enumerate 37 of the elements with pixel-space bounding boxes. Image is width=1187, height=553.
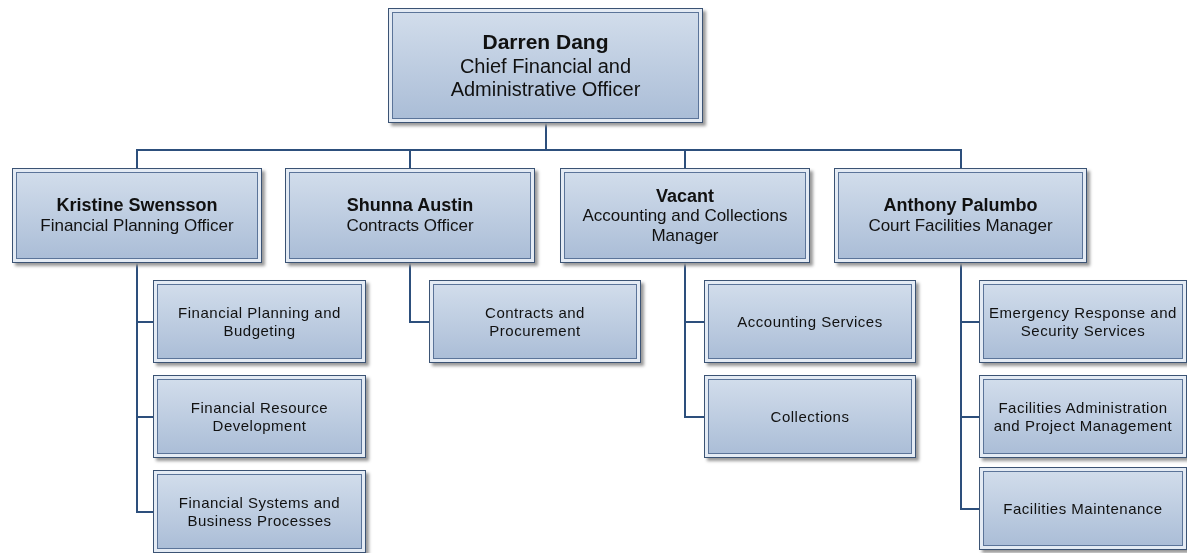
position-box (560, 168, 810, 263)
person-name: Darren Dang (482, 30, 609, 55)
unit-name: Contracts and Procurement (484, 304, 586, 339)
unit-box (153, 280, 366, 363)
unit-box (153, 470, 366, 553)
unit-box (979, 280, 1187, 363)
person-name: Anthony Palumbo (883, 195, 1038, 217)
person-name: Kristine Swensson (56, 195, 218, 217)
job-title: Accounting and Collections Manager (581, 206, 789, 246)
unit-name: Financial Planning and Budgeting (177, 304, 342, 339)
position-box (388, 8, 703, 123)
unit-box (704, 375, 916, 458)
job-title: Court Facilities Manager (868, 216, 1053, 236)
position-box (834, 168, 1087, 263)
job-title: Financial Planning Officer (40, 216, 234, 236)
position-box (285, 168, 535, 263)
unit-box (704, 280, 916, 363)
connector-line (960, 262, 980, 510)
unit-name: Facilities Administration and Project Management (992, 399, 1174, 434)
unit-name: Financial Systems and Business Processes (177, 494, 342, 529)
connector-line (684, 262, 705, 418)
unit-box (979, 467, 1187, 550)
job-title: Chief Financial and Administrative Officer (449, 54, 642, 101)
unit-name: Facilities Maintenance (1003, 499, 1163, 518)
person-name: Shunna Austin (346, 195, 474, 217)
connector-line (136, 262, 154, 513)
person-name: Vacant (655, 185, 714, 207)
unit-name: Collections (770, 407, 850, 426)
connector-line (409, 262, 430, 323)
job-title: Contracts Officer (346, 216, 474, 236)
unit-box (429, 280, 641, 363)
unit-name: Emergency Response and Security Services (988, 304, 1178, 339)
position-box (12, 168, 262, 263)
unit-box (979, 375, 1187, 458)
unit-name: Accounting Services (737, 312, 883, 331)
unit-box (153, 375, 366, 458)
unit-name: Financial Resource Development (189, 399, 330, 434)
